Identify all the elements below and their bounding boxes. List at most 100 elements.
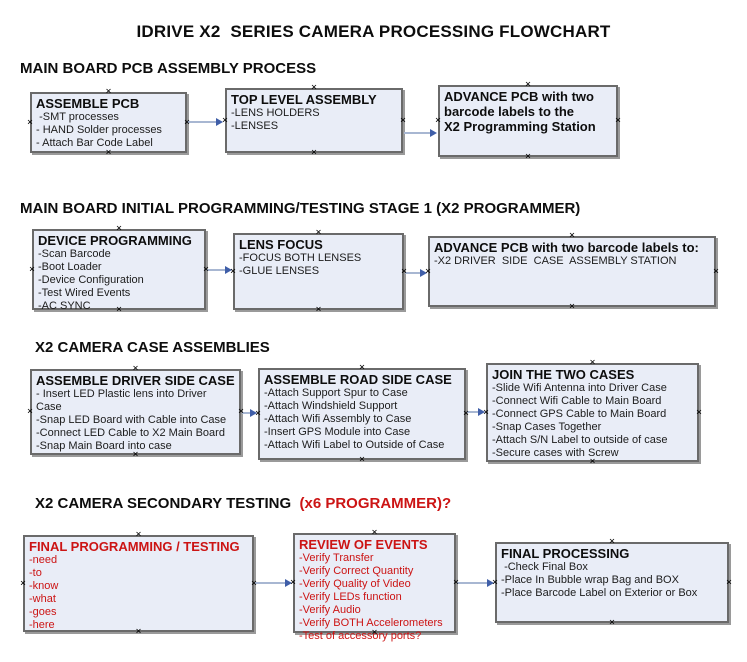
arrowhead-icon xyxy=(478,408,485,416)
box-item: -to xyxy=(29,567,42,579)
box-item: -know xyxy=(29,580,59,592)
box-title: ADVANCE PCB with two barcode labels to: xyxy=(434,240,699,255)
arrow-line xyxy=(242,412,252,414)
section-header-secondary-testing: X2 CAMERA SECONDARY TESTING (x6 PROGRAMM… xyxy=(35,495,451,512)
box-item: -Verify Correct Quantity xyxy=(299,565,414,577)
box-item: -Verify BOTH Accelerometers xyxy=(299,617,443,629)
connection-handle-icon: × xyxy=(589,357,596,368)
arrow-line xyxy=(187,121,218,123)
box-title: LENS FOCUS xyxy=(239,237,323,252)
connector-arrow xyxy=(255,579,292,587)
connection-handle-icon: × xyxy=(310,82,318,93)
box-item: -AC SYNC xyxy=(38,300,91,312)
section-header-initial-programming: MAIN BOARD INITIAL PROGRAMMING/TESTING S… xyxy=(20,200,581,217)
arrow-line xyxy=(255,582,287,584)
arrowhead-icon xyxy=(420,269,427,277)
box-title: JOIN THE TWO CASES xyxy=(492,367,635,382)
process-box-assemble-road-side-case: ASSEMBLE ROAD SIDE CASE -Attach Support … xyxy=(255,363,469,465)
arrowhead-icon xyxy=(487,579,494,587)
box-item: -Check Final Box xyxy=(501,561,588,573)
box-title: ASSEMBLE ROAD SIDE CASE xyxy=(264,372,452,387)
box-title: DEVICE PROGRAMMING xyxy=(38,233,192,248)
box-item: -SMT processes xyxy=(36,111,119,123)
connection-handle-icon: × xyxy=(315,227,322,238)
arrow-line xyxy=(207,269,227,271)
box-items: -Scan Barcode-Boot Loader-Device Configu… xyxy=(38,248,200,313)
process-box-lens-focus: LENS FOCUS -FOCUS BOTH LENSES-GLUE LENSE… xyxy=(230,228,407,315)
box-item: -Attach Windshield Support xyxy=(264,400,398,412)
process-box-device-programming: DEVICE PROGRAMMING -Scan Barcode-Boot Lo… xyxy=(29,224,209,315)
connection-handle-icon: × xyxy=(105,147,112,158)
connection-handle-icon: × xyxy=(135,529,142,540)
box-title: REVIEW OF EVENTS xyxy=(299,537,428,552)
connection-handle-icon: × xyxy=(315,304,322,315)
process-box-top-level-assembly: TOP LEVEL ASSEMBLY -LENS HOLDERS-LENSES … xyxy=(222,83,406,158)
section-header-secondary-testing-red: (x6 PROGRAMMER)? xyxy=(295,495,452,512)
arrowhead-icon xyxy=(216,118,223,126)
connection-handle-icon: × xyxy=(371,527,378,538)
arrow-line xyxy=(405,272,422,274)
connector-arrow xyxy=(242,409,257,417)
box-item: -Connect GPS Cable to Main Board xyxy=(492,408,667,420)
section-header-case-assemblies: X2 CAMERA CASE ASSEMBLIES xyxy=(35,339,270,356)
process-box-advance-pcb-driver-side-station: ADVANCE PCB with two barcode labels to: … xyxy=(425,231,719,312)
connection-handle-icon: × xyxy=(712,265,719,277)
connection-handle-icon: × xyxy=(568,230,576,241)
arrowhead-icon xyxy=(285,579,292,587)
process-box-assemble-driver-side-case: ASSEMBLE DRIVER SIDE CASE - Insert LED P… xyxy=(27,364,244,460)
box-item: -Snap Cases Together xyxy=(492,421,602,433)
box-item: -Verify Quality of Video xyxy=(299,578,411,590)
box-item: -FOCUS BOTH LENSES xyxy=(239,252,362,264)
connection-handle-icon: × xyxy=(695,406,702,418)
box-item: -Attach Support Spur to Case xyxy=(264,387,408,399)
connector-arrow xyxy=(404,129,437,137)
connection-handle-icon: × xyxy=(115,223,123,234)
box-item: -Test of accessory ports? xyxy=(299,630,422,642)
box-title: ASSEMBLE PCB xyxy=(36,96,140,111)
process-box-assemble-pcb: ASSEMBLE PCB -SMT processes- HAND Solder… xyxy=(27,87,190,158)
arrowhead-icon xyxy=(225,266,232,274)
box-item: -Boot Loader xyxy=(38,261,102,273)
section-header-pcb-assembly: MAIN BOARD PCB ASSEMBLY PROCESS xyxy=(20,60,317,77)
box-title: ASSEMBLE DRIVER SIDE CASE xyxy=(36,373,235,388)
box-item: -Slide Wifi Antenna into Driver Case xyxy=(492,382,667,394)
process-box-join-the-two-cases: JOIN THE TWO CASES -Slide Wifi Antenna i… xyxy=(483,358,702,467)
box-items: -Attach Support Spur to Case-Attach Wind… xyxy=(264,387,460,452)
box-item: -need xyxy=(29,554,58,566)
box-item: -Verify LEDs function xyxy=(299,591,402,603)
box-item: - Insert LED Plastic lens into Driver Ca… xyxy=(36,388,210,413)
connector-arrow xyxy=(207,266,232,274)
connection-handle-icon: × xyxy=(524,151,532,162)
connection-handle-icon: × xyxy=(399,114,406,126)
box-items: -Check Final Box-Place In Bubble wrap Ba… xyxy=(501,561,723,600)
box-item: -X2 DRIVER SIDE CASE ASSEMBLY STATION xyxy=(434,255,677,267)
section-header-secondary-testing-black: X2 CAMERA SECONDARY TESTING xyxy=(35,495,296,512)
box-items: -FOCUS BOTH LENSES-GLUE LENSES xyxy=(239,252,398,278)
box-title: FINAL PROGRAMMING / TESTING xyxy=(29,539,240,554)
box-item: -Attach Wifi Assembly to Case xyxy=(264,413,412,425)
box-title: FINAL PROCESSING xyxy=(501,546,630,561)
box-item: - Attach Bar Code Label xyxy=(36,137,153,149)
box-item: -Test Wired Events xyxy=(38,287,131,299)
box-item: - HAND Solder processes xyxy=(36,124,162,136)
connection-handle-icon: × xyxy=(27,406,34,417)
arrowhead-icon xyxy=(250,409,257,417)
box-items: -Verify Transfer-Verify Correct Quantity… xyxy=(299,552,450,643)
box-item: -Snap LED Board with Cable into Case xyxy=(36,414,227,426)
connection-handle-icon: × xyxy=(132,363,139,374)
box-title: TOP LEVEL ASSEMBLY xyxy=(231,92,377,107)
connection-handle-icon: × xyxy=(608,617,616,628)
box-item: -LENS HOLDERS xyxy=(231,107,320,119)
connection-handle-icon: × xyxy=(105,86,112,97)
arrowhead-icon xyxy=(430,129,437,137)
box-item: -Secure cases with Screw xyxy=(492,447,619,459)
box-item: -Connect LED Cable to X2 Main Board xyxy=(36,427,225,439)
box-item: -Snap Main Board into case xyxy=(36,440,172,452)
process-box-advance-pcb-programming-station: ADVANCE PCB with two barcode labels to t… xyxy=(435,80,621,162)
arrow-line xyxy=(467,411,480,413)
process-box-final-programming-testing: FINAL PROGRAMMING / TESTING -need-to-kno… xyxy=(20,530,257,637)
connection-handle-icon: × xyxy=(310,147,318,158)
connection-handle-icon: × xyxy=(524,79,532,90)
box-item: -Scan Barcode xyxy=(38,248,111,260)
box-item: -Verify Transfer xyxy=(299,552,374,564)
